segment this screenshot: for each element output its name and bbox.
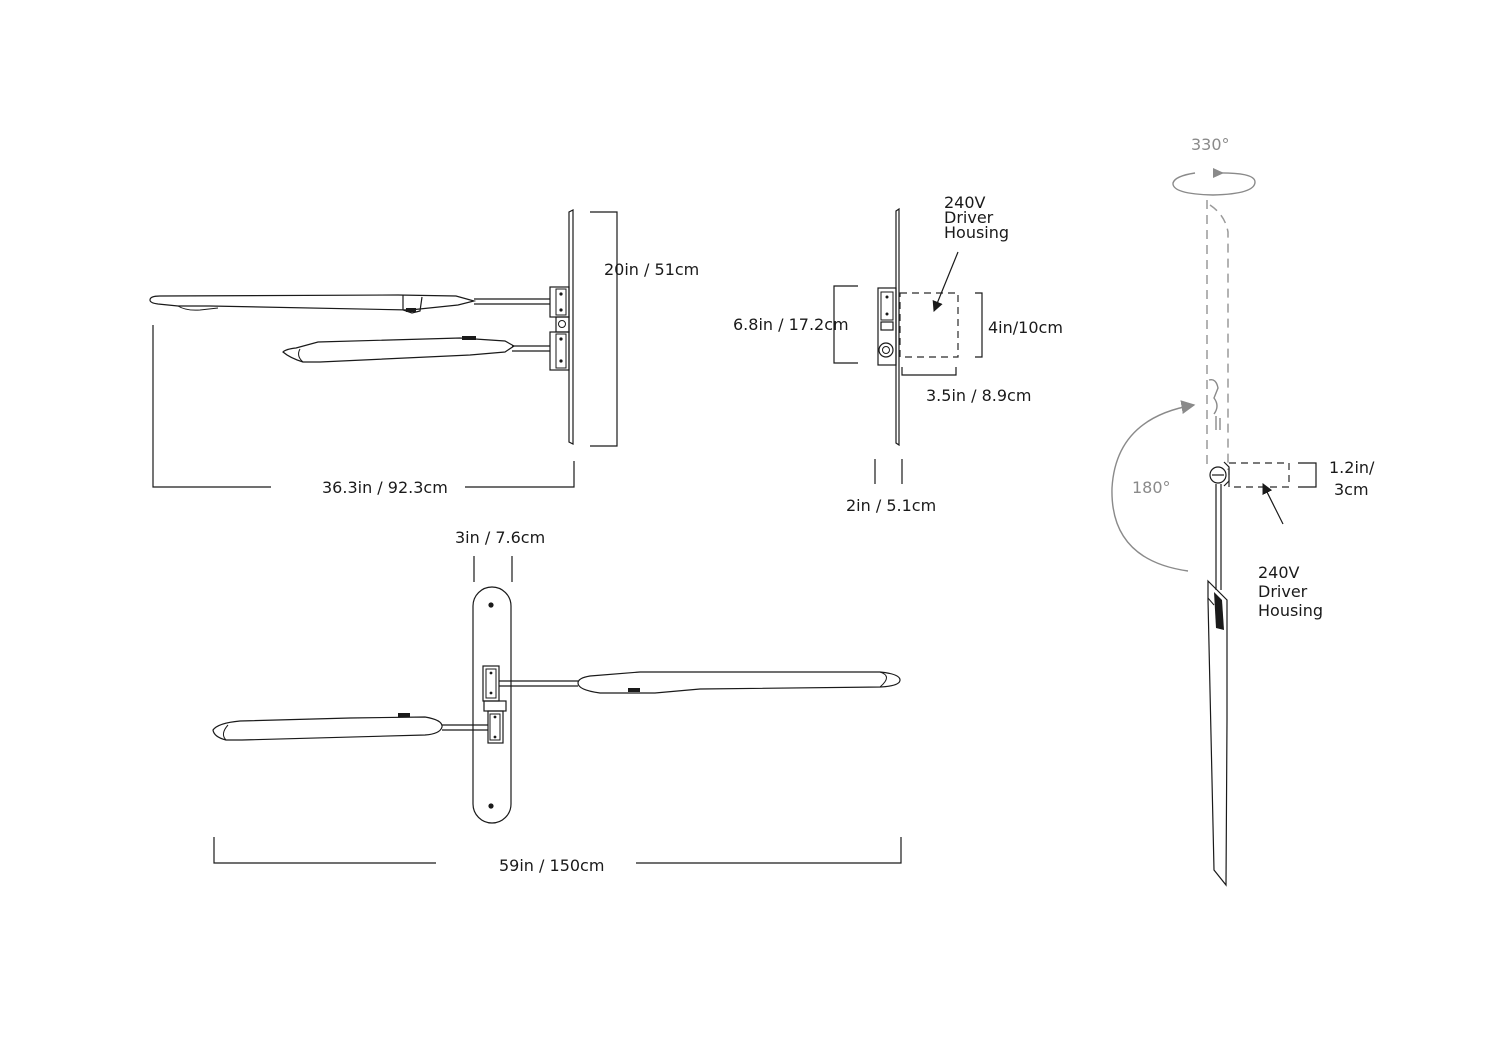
front-left-shade xyxy=(212,716,443,741)
detail-driver-depth-dim xyxy=(901,367,957,376)
detail-driver-housing xyxy=(899,292,959,358)
side-projection-dim-label: 36.3in / 92.3cm xyxy=(322,478,448,497)
ghost-shade xyxy=(1208,378,1219,415)
tilt-angle-label: 180° xyxy=(1132,478,1171,497)
rotation-driver-pointer xyxy=(1262,483,1284,525)
detail-view xyxy=(833,207,983,484)
detail-plate-depth-label: 2in / 5.1cm xyxy=(846,496,937,515)
front-upper-bracket xyxy=(482,665,500,702)
front-right-shade xyxy=(577,671,901,694)
front-lower-bracket xyxy=(487,710,504,744)
detail-driver-label: 240V Driver Housing xyxy=(944,193,1010,242)
detail-plate-depth-dim xyxy=(874,459,903,484)
front-span-dim-left xyxy=(213,837,436,864)
rotation-driver-housing xyxy=(1228,462,1290,488)
rotation-driver-dim-line2: 3cm xyxy=(1334,480,1369,499)
detail-driver-depth-label: 3.5in / 8.9cm xyxy=(926,386,1032,405)
detail-backplate xyxy=(895,207,900,447)
ghost-arm-right xyxy=(1209,204,1229,470)
side-height-dim-label: 20in / 51cm xyxy=(604,260,700,279)
rotation-pivot xyxy=(1209,466,1227,484)
front-plate-width-dim xyxy=(473,556,513,582)
detail-driver-height-dim xyxy=(975,292,983,358)
rotation-driver-label: 240V Driver Housing xyxy=(1258,563,1324,620)
side-lower-shade xyxy=(282,337,516,363)
side-height-dim-line xyxy=(590,211,618,447)
front-span-dim-right xyxy=(636,837,902,864)
detail-mounting-box xyxy=(877,287,897,366)
rotation-view xyxy=(1111,168,1317,887)
front-plate-width-label: 3in / 7.6cm xyxy=(455,528,546,547)
rotation-driver-dim-line1: 1.2in/ xyxy=(1329,458,1375,477)
side-upper-shade xyxy=(149,294,477,311)
detail-box-height-label: 6.8in / 17.2cm xyxy=(733,315,849,334)
front-span-label: 59in / 150cm xyxy=(499,856,605,875)
side-view xyxy=(149,209,618,488)
front-backplate xyxy=(472,586,512,824)
front-view xyxy=(212,556,902,864)
swivel-angle-label: 330° xyxy=(1191,135,1230,154)
rotation-lowered-shade xyxy=(1207,579,1228,887)
swivel-rotation-arrow xyxy=(1172,172,1256,196)
detail-box-height-dim xyxy=(833,285,858,364)
side-projection-dim-left xyxy=(152,325,271,488)
detail-driver-height-label: 4in/10cm xyxy=(988,318,1063,337)
detail-driver-pointer xyxy=(932,251,959,313)
tilt-rotation-arrow xyxy=(1111,400,1196,572)
side-projection-dim-right xyxy=(465,461,575,488)
